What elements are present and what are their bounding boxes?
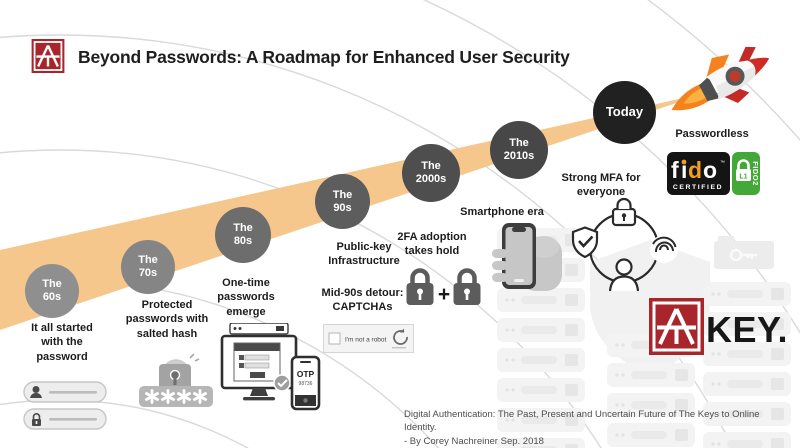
svg-text:i: i — [681, 157, 687, 183]
svg-text:FIDO2: FIDO2 — [751, 161, 760, 186]
svg-text:CERTIFIED: CERTIFIED — [673, 184, 723, 191]
page-title: Beyond Passwords: A Roadmap for Enhanced… — [78, 47, 570, 67]
svg-text:d: d — [688, 157, 702, 183]
svg-text:OTP: OTP — [297, 369, 315, 379]
fido-certified-badge: f i d o ™ CERTIFIED L1 FIDO2 — [667, 152, 760, 195]
timeline-node-60s: The 60s — [25, 264, 79, 318]
key-brand-text: KEY. — [706, 309, 789, 350]
era-90s-captcha-label: Mid-90s detour:CAPTCHAs — [321, 287, 404, 314]
citation: Digital Authentication: The Past, Presen… — [404, 409, 760, 447]
timeline-node-today: Today — [593, 81, 656, 144]
svg-text:o: o — [703, 157, 717, 183]
timeline-node-2000s: The 2000s — [402, 144, 460, 202]
timeline-node-80s: The 80s — [215, 207, 271, 263]
svg-text:98736: 98736 — [299, 381, 313, 387]
passwordless-label: Passwordless — [675, 128, 749, 140]
mfa-circle-icon — [571, 197, 678, 292]
recaptcha-icon — [392, 328, 408, 349]
password-fields-icon — [23, 381, 107, 430]
salted-hash-icon — [139, 353, 213, 407]
timeline-node-2010s: The 2010s — [490, 121, 548, 179]
timeline-node-70s: The 70s — [121, 240, 175, 294]
smartphone-hand-icon — [492, 223, 562, 291]
at-logo — [31, 39, 65, 73]
svg-text:+: + — [438, 283, 450, 306]
folder-key-watermark-icon — [714, 236, 774, 269]
svg-text:f: f — [671, 157, 679, 183]
svg-text:L1: L1 — [739, 173, 747, 180]
timeline-node-90s: The 90s — [315, 174, 370, 229]
captcha-graphic: I'm not a robot — [323, 324, 414, 353]
rocket-icon — [671, 46, 770, 111]
svg-text:I'm not a robot: I'm not a robot — [345, 337, 387, 344]
era-2010s-label: Smartphone era — [460, 206, 544, 218]
otp-monitor-icon: OTP 98736 — [220, 323, 321, 411]
two-factor-locks-icon: + — [406, 268, 481, 306]
svg-text:™: ™ — [720, 160, 725, 166]
atkey-logo — [649, 298, 704, 355]
